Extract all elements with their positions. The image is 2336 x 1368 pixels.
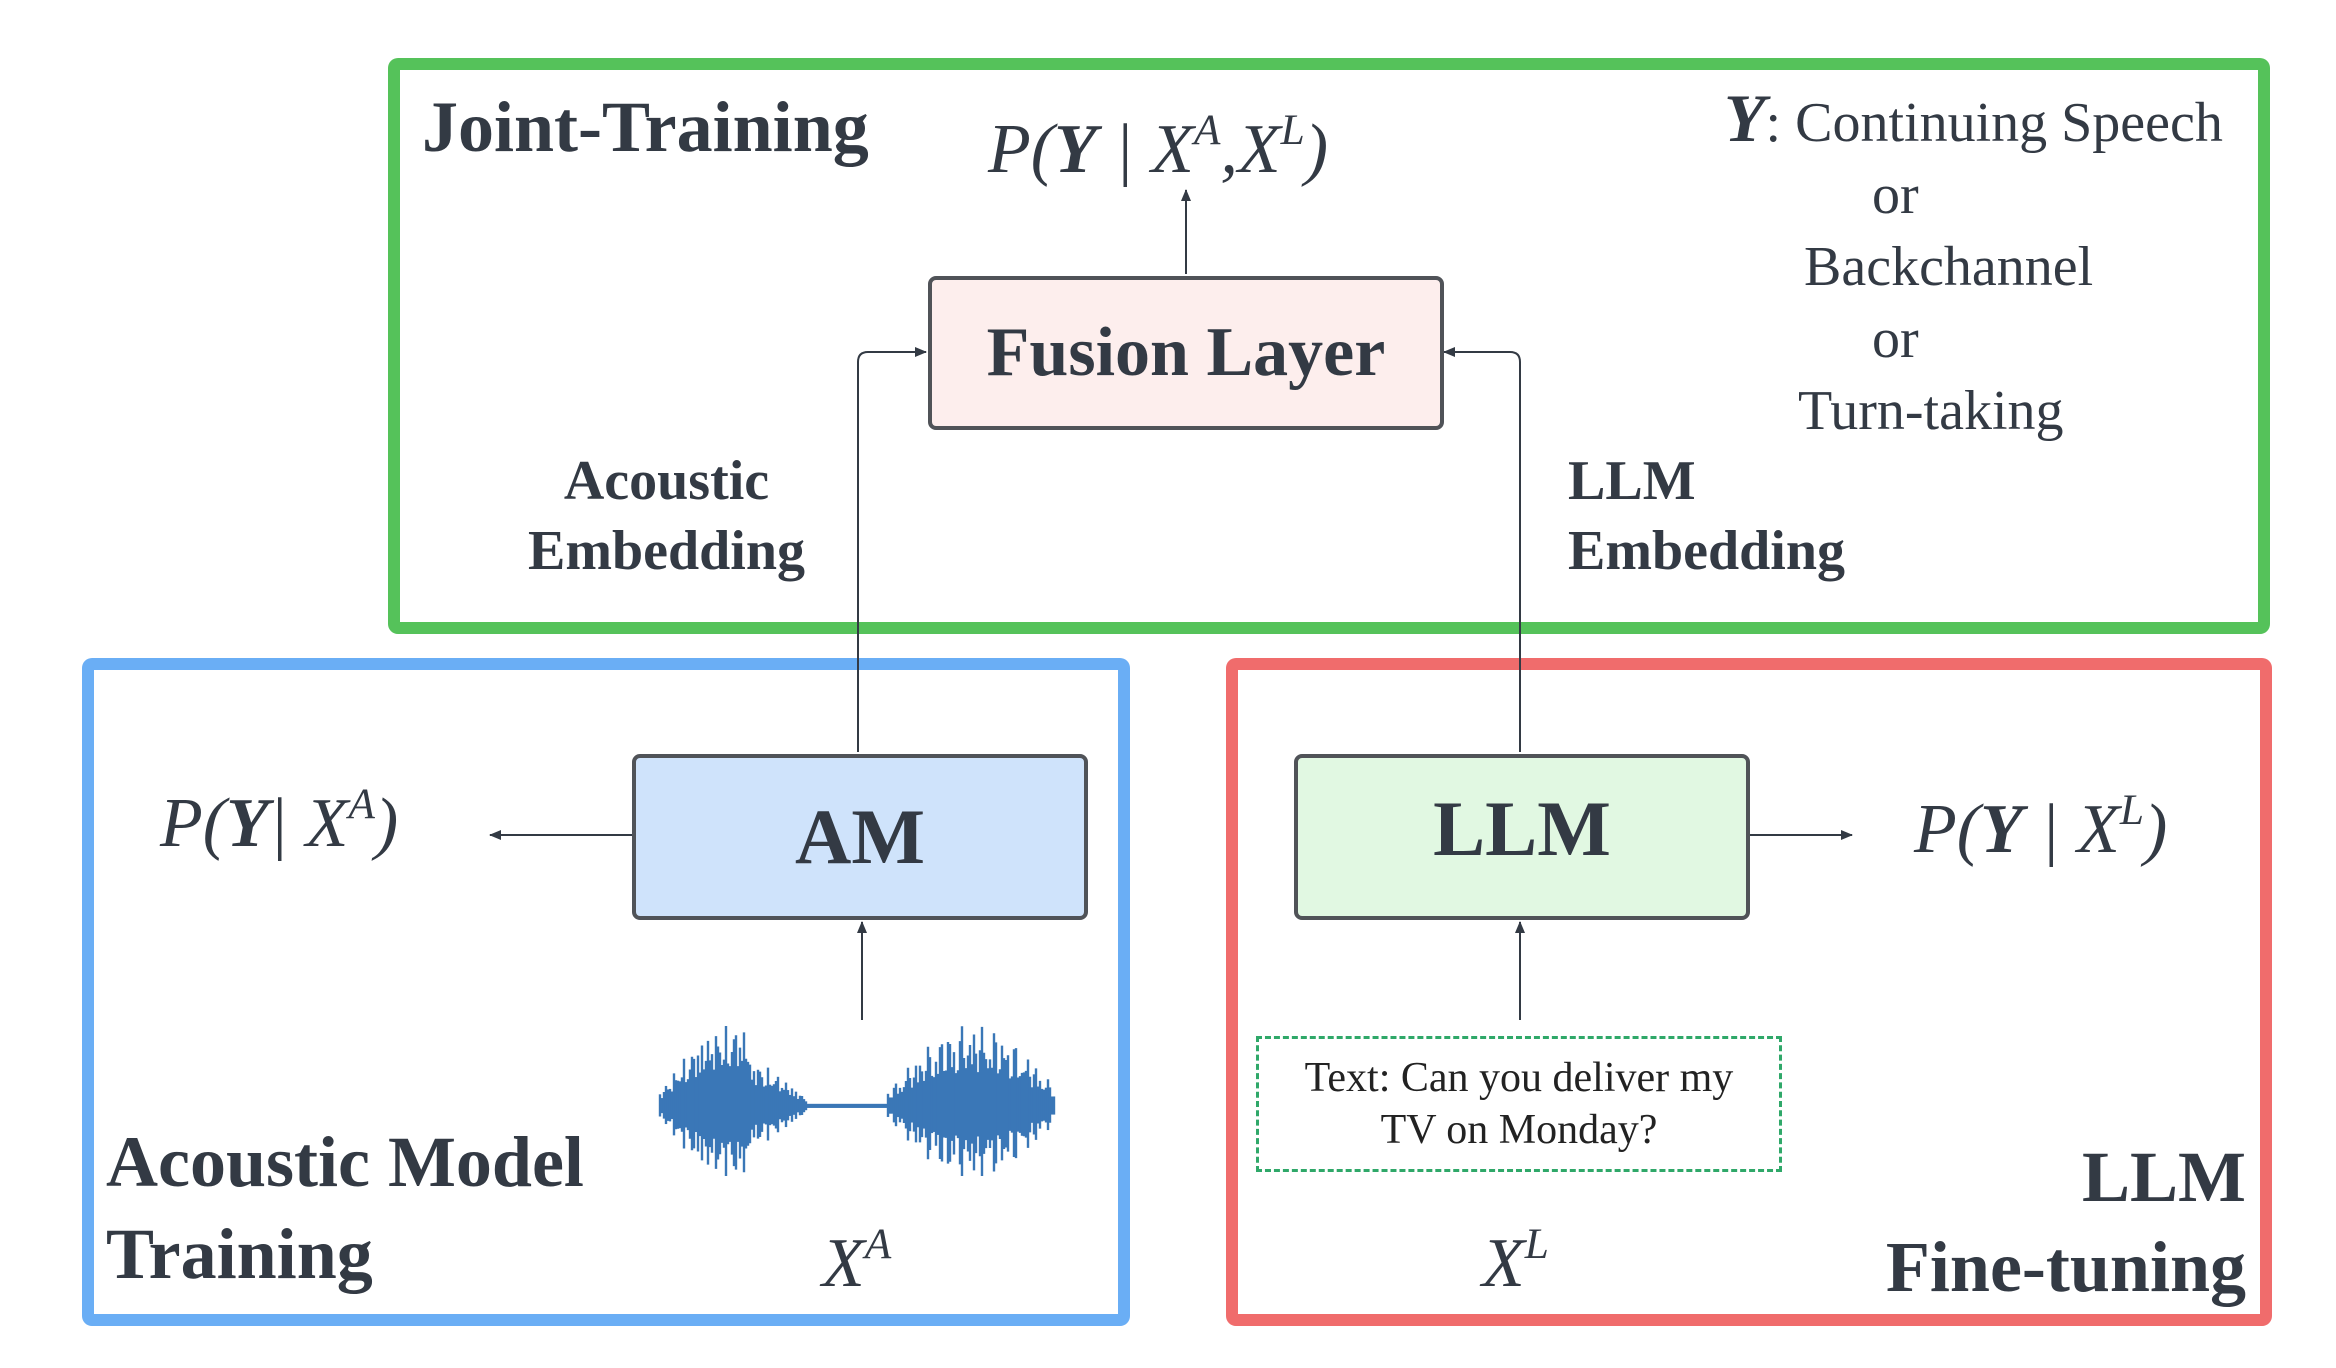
text-input-box: Text: Can you deliver my TV on Monday?	[1256, 1036, 1782, 1172]
llm-finetuning-region	[1226, 658, 2272, 1326]
fusion-layer-node: Fusion Layer	[928, 276, 1444, 430]
label-legend: Y: Continuing Speech or Backchannel or T…	[1724, 82, 2223, 447]
llm-embedding-line1: LLM	[1568, 450, 1696, 512]
llm-embedding-label: LLM Embedding	[1568, 446, 1845, 586]
text-input-label: XL	[1482, 1220, 1549, 1302]
legend-line2: Backchannel	[1804, 236, 2094, 298]
am-node: AM	[632, 754, 1088, 920]
acoustic-title-line1: Acoustic Model	[106, 1122, 584, 1202]
llm-title-line1: LLM	[2081, 1137, 2246, 1217]
legend-line1: Y: Continuing Speech	[1724, 80, 2223, 156]
acoustic-training-region	[82, 658, 1130, 1326]
am-label: AM	[795, 793, 925, 880]
arrow-am-to-fusion	[857, 347, 927, 752]
llm-finetuning-title: LLM Fine-tuning	[1886, 1132, 2246, 1312]
acoustic-embedding-label: Acoustic Embedding	[528, 446, 805, 586]
acoustic-title-line2: Training	[106, 1214, 373, 1294]
acoustic-input-label: XA	[822, 1220, 892, 1302]
joint-training-title: Joint-Training	[422, 87, 869, 167]
llm-embedding-line2: Embedding	[1568, 520, 1845, 582]
acoustic-embedding-line2: Embedding	[528, 520, 805, 582]
llm-node: LLM	[1294, 754, 1750, 920]
arrow-llm-to-fusion	[1443, 347, 1521, 752]
text-input-line2: TV on Monday?	[1380, 1107, 1658, 1153]
acoustic-embedding-line1: Acoustic	[563, 450, 770, 512]
audio-waveform-icon	[658, 1026, 1056, 1176]
text-input-line1: Text: Can you deliver my	[1304, 1055, 1734, 1101]
legend-or1: or	[1872, 164, 1919, 226]
joint-probability-formula: P(Y | XA,XL)	[988, 106, 1329, 188]
llm-label: LLM	[1433, 785, 1611, 872]
legend-or2: or	[1872, 308, 1919, 370]
llm-title-line2: Fine-tuning	[1885, 1227, 2246, 1307]
fusion-layer-label: Fusion Layer	[986, 314, 1386, 391]
acoustic-probability-formula: P(Y| XA)	[160, 780, 399, 862]
acoustic-training-title: Acoustic Model Training	[106, 1116, 584, 1300]
legend-line3: Turn-taking	[1798, 380, 2064, 442]
llm-probability-formula: P(Y | XL)	[1914, 786, 2168, 868]
